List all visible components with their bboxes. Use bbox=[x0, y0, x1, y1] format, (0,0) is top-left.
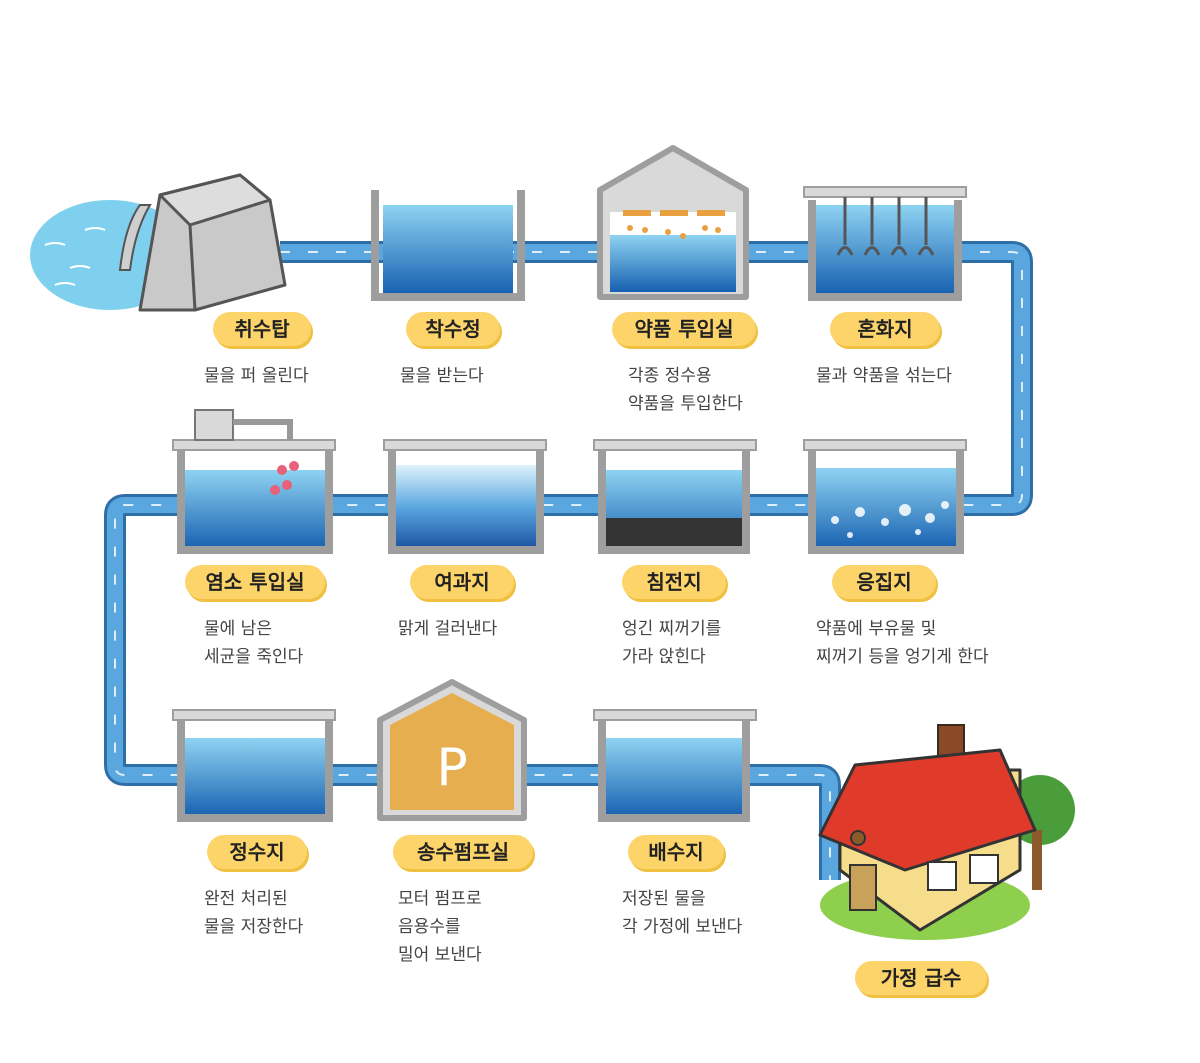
step-label-chemical-room: 약품 투입실 bbox=[612, 312, 756, 346]
step-label-home-supply: 가정 급수 bbox=[855, 961, 987, 995]
pump-letter: P bbox=[436, 738, 467, 798]
step-label-pump-house: 송수펌프실 bbox=[393, 835, 533, 869]
step-desc-sedimentation-basin: 엉긴 찌꺼기를 가라 앉힌다 bbox=[622, 619, 722, 667]
pipe-network bbox=[104, 241, 1033, 880]
step-label-receiving-well: 착수정 bbox=[406, 312, 500, 346]
step-desc-pump-house: 모터 펌프로 음용수를 밀어 보낸다 bbox=[398, 889, 482, 965]
step-label-distribution-reservoir: 배수지 bbox=[628, 835, 724, 869]
step-label-intake-tower: 취수탑 bbox=[213, 312, 311, 346]
step-desc-intake-tower: 물을 퍼 올린다 bbox=[204, 366, 309, 386]
chlorine-room-tank bbox=[172, 409, 336, 554]
sedimentation-basin-tank bbox=[593, 439, 757, 554]
intake-tower-illustration bbox=[30, 173, 287, 312]
filtration-basin-tank bbox=[383, 439, 547, 554]
mixing-basin-tank bbox=[803, 186, 967, 301]
step-desc-chemical-room: 각종 정수용 약품을 투입한다 bbox=[628, 366, 743, 414]
step-desc-receiving-well: 물을 받는다 bbox=[400, 366, 484, 386]
step-label-filtration-basin: 여과지 bbox=[410, 565, 514, 599]
step-desc-filtration-basin: 맑게 걸러낸다 bbox=[398, 619, 498, 639]
house-illustration bbox=[818, 724, 1075, 940]
step-desc-chlorine-room: 물에 남은 세균을 죽인다 bbox=[204, 619, 304, 667]
step-label-mixing-basin: 혼화지 bbox=[830, 312, 940, 346]
step-desc-mixing-basin: 물과 약품을 섞는다 bbox=[816, 366, 952, 386]
distribution-reservoir-tank bbox=[593, 709, 757, 822]
step-desc-distribution-reservoir: 저장된 물을 각 가정에 보낸다 bbox=[622, 889, 743, 937]
step-label-chlorine-room: 염소 투입실 bbox=[185, 565, 325, 599]
step-label-clear-well: 정수지 bbox=[207, 835, 307, 869]
step-desc-coagulation-basin: 약품에 부유물 및 찌꺼기 등을 엉기게 한다 bbox=[816, 619, 989, 667]
chemical-room-building bbox=[597, 145, 749, 300]
clear-well-tank bbox=[172, 709, 336, 822]
step-label-coagulation-basin: 응집지 bbox=[832, 565, 936, 599]
pump-house-building: P bbox=[377, 679, 527, 821]
coagulation-basin-tank bbox=[803, 439, 967, 554]
step-desc-clear-well: 완전 처리된 물을 저장한다 bbox=[204, 889, 304, 937]
step-label-sedimentation-basin: 침전지 bbox=[622, 565, 726, 599]
receiving-well-tank bbox=[371, 190, 525, 301]
